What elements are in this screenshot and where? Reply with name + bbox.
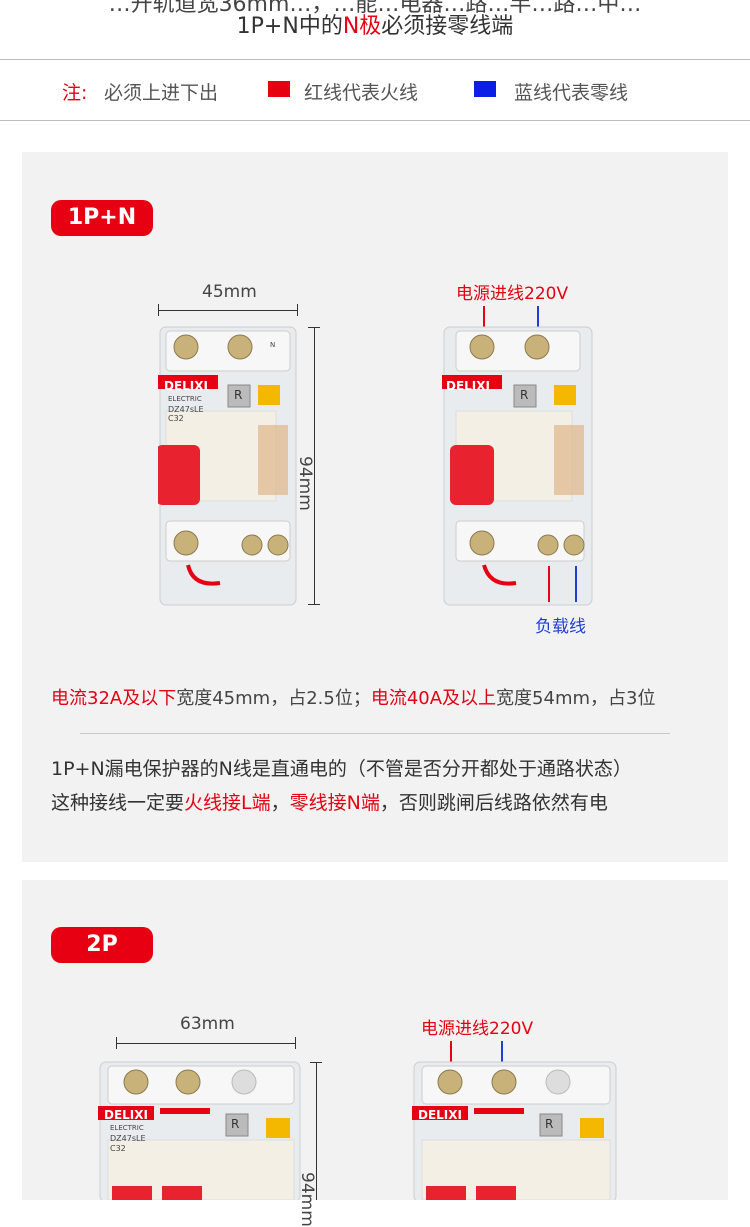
height-tick-top-2 bbox=[310, 1062, 322, 1063]
note-part3: 电流40A及以上 bbox=[370, 688, 497, 709]
divider-top bbox=[0, 59, 750, 60]
breaker-rating-1: C32 bbox=[168, 414, 184, 423]
breaker-image-2p: DELIXI ELECTRIC DZ47sLE C32 R bbox=[98, 1060, 302, 1203]
height-dimension-line-1 bbox=[314, 327, 315, 605]
live-in-wire-2 bbox=[450, 1041, 452, 1063]
breaker-test-key-2b: R bbox=[545, 1117, 554, 1131]
width-tick-left-1 bbox=[158, 304, 159, 316]
breaker-image-1p-n: DELIXI ELECTRIC DZ47sLE C32 R N bbox=[156, 325, 298, 607]
width-label-2: 63mm bbox=[180, 1014, 235, 1034]
explanation-line-2: 这种接线一定要火线接L端，零线接N端，否则跳闸后线路依然有电 bbox=[51, 786, 608, 820]
badge-2p: 2P bbox=[51, 927, 153, 963]
neutral-in-wire-1 bbox=[537, 306, 539, 328]
power-in-label-1: 电源进线220V bbox=[456, 284, 569, 304]
width-note-1: 电流32A及以下宽度45mm，占2.5位；电流40A及以上宽度54mm，占3位 bbox=[51, 684, 655, 710]
breaker-test-key-1b: R bbox=[520, 388, 529, 402]
header-cut-line: …开轨道宽36mm…，…能…电器…路…半…路…中… bbox=[108, 0, 642, 17]
breaker-n-mark-1: N bbox=[270, 341, 276, 349]
title-prefix: 1P+N中的 bbox=[236, 14, 343, 39]
width-dimension-line-1 bbox=[158, 310, 298, 311]
neutral-out-wire-1 bbox=[575, 566, 577, 602]
height-label-1: 94mm bbox=[295, 456, 315, 511]
explanation-2b: 火线接L端 bbox=[184, 792, 271, 814]
load-label-1: 负载线 bbox=[535, 617, 586, 637]
legend-note-label: 注: bbox=[62, 82, 88, 104]
live-out-wire-1 bbox=[548, 566, 550, 602]
height-tick-top-1 bbox=[308, 327, 320, 328]
breaker-model-2: DZ47sLE bbox=[110, 1134, 146, 1143]
section-1p-n bbox=[22, 152, 728, 862]
note-part4: 宽度54mm，占3位 bbox=[496, 688, 656, 709]
power-in-label-2: 电源进线220V bbox=[421, 1019, 534, 1039]
width-tick-left-2 bbox=[116, 1037, 117, 1049]
breaker-brand-1: DELIXI bbox=[164, 379, 208, 393]
width-label-1: 45mm bbox=[202, 282, 257, 302]
breaker-brand-2: DELIXI bbox=[104, 1108, 148, 1122]
breaker-sub-2: ELECTRIC bbox=[110, 1124, 144, 1132]
breaker-image-2p-wired: DELIXI R bbox=[412, 1060, 618, 1203]
explanation-2a: 这种接线一定要 bbox=[51, 792, 185, 814]
height-tick-bottom-1 bbox=[308, 604, 320, 605]
breaker-brand-1b: DELIXI bbox=[446, 379, 490, 393]
breaker-test-key-1: R bbox=[234, 388, 243, 402]
breaker-brand-2b: DELIXI bbox=[418, 1108, 462, 1122]
title-suffix: 必须接零线端 bbox=[381, 14, 514, 39]
breaker-image-1p-n-wired: DELIXI R bbox=[442, 325, 594, 607]
height-dimension-line-2 bbox=[316, 1062, 317, 1200]
live-in-wire-1 bbox=[483, 306, 485, 328]
breaker-rating-2: C32 bbox=[110, 1144, 126, 1153]
badge-1p-n: 1P+N bbox=[51, 200, 153, 236]
legend-blue-label: 蓝线代表零线 bbox=[514, 82, 629, 104]
legend-note-text: 必须上进下出 bbox=[104, 82, 219, 104]
neutral-in-wire-2 bbox=[501, 1041, 503, 1063]
divider-legend bbox=[0, 120, 750, 121]
breaker-model-1: DZ47sLE bbox=[168, 405, 204, 414]
width-tick-right-2 bbox=[295, 1037, 296, 1049]
breaker-sub-1: ELECTRIC bbox=[168, 395, 202, 403]
legend-red-label: 红线代表火线 bbox=[304, 82, 419, 104]
blue-swatch bbox=[474, 81, 496, 97]
explanation-2c: ， bbox=[270, 792, 290, 814]
red-swatch bbox=[268, 81, 290, 97]
width-tick-right-1 bbox=[297, 304, 298, 316]
section-1-divider bbox=[80, 733, 670, 734]
explanation-2e: ，否则跳闸后线路依然有电 bbox=[379, 792, 608, 814]
explanation-line-1: 1P+N漏电保护器的N线是直通电的（不管是否分开都处于通路状态） bbox=[51, 758, 632, 780]
note-part1: 电流32A及以下 bbox=[51, 688, 177, 709]
page-title: 1P+N中的N极必须接零线端 bbox=[0, 8, 750, 40]
title-highlight: N极 bbox=[342, 14, 382, 39]
explanation-2d: 零线接N端 bbox=[289, 792, 380, 814]
legend: 注: 必须上进下出 红线代表火线 蓝线代表零线 bbox=[0, 78, 750, 104]
width-dimension-line-2 bbox=[116, 1043, 296, 1044]
breaker-test-key-2: R bbox=[231, 1117, 240, 1131]
note-part2: 宽度45mm，占2.5位； bbox=[176, 688, 371, 709]
